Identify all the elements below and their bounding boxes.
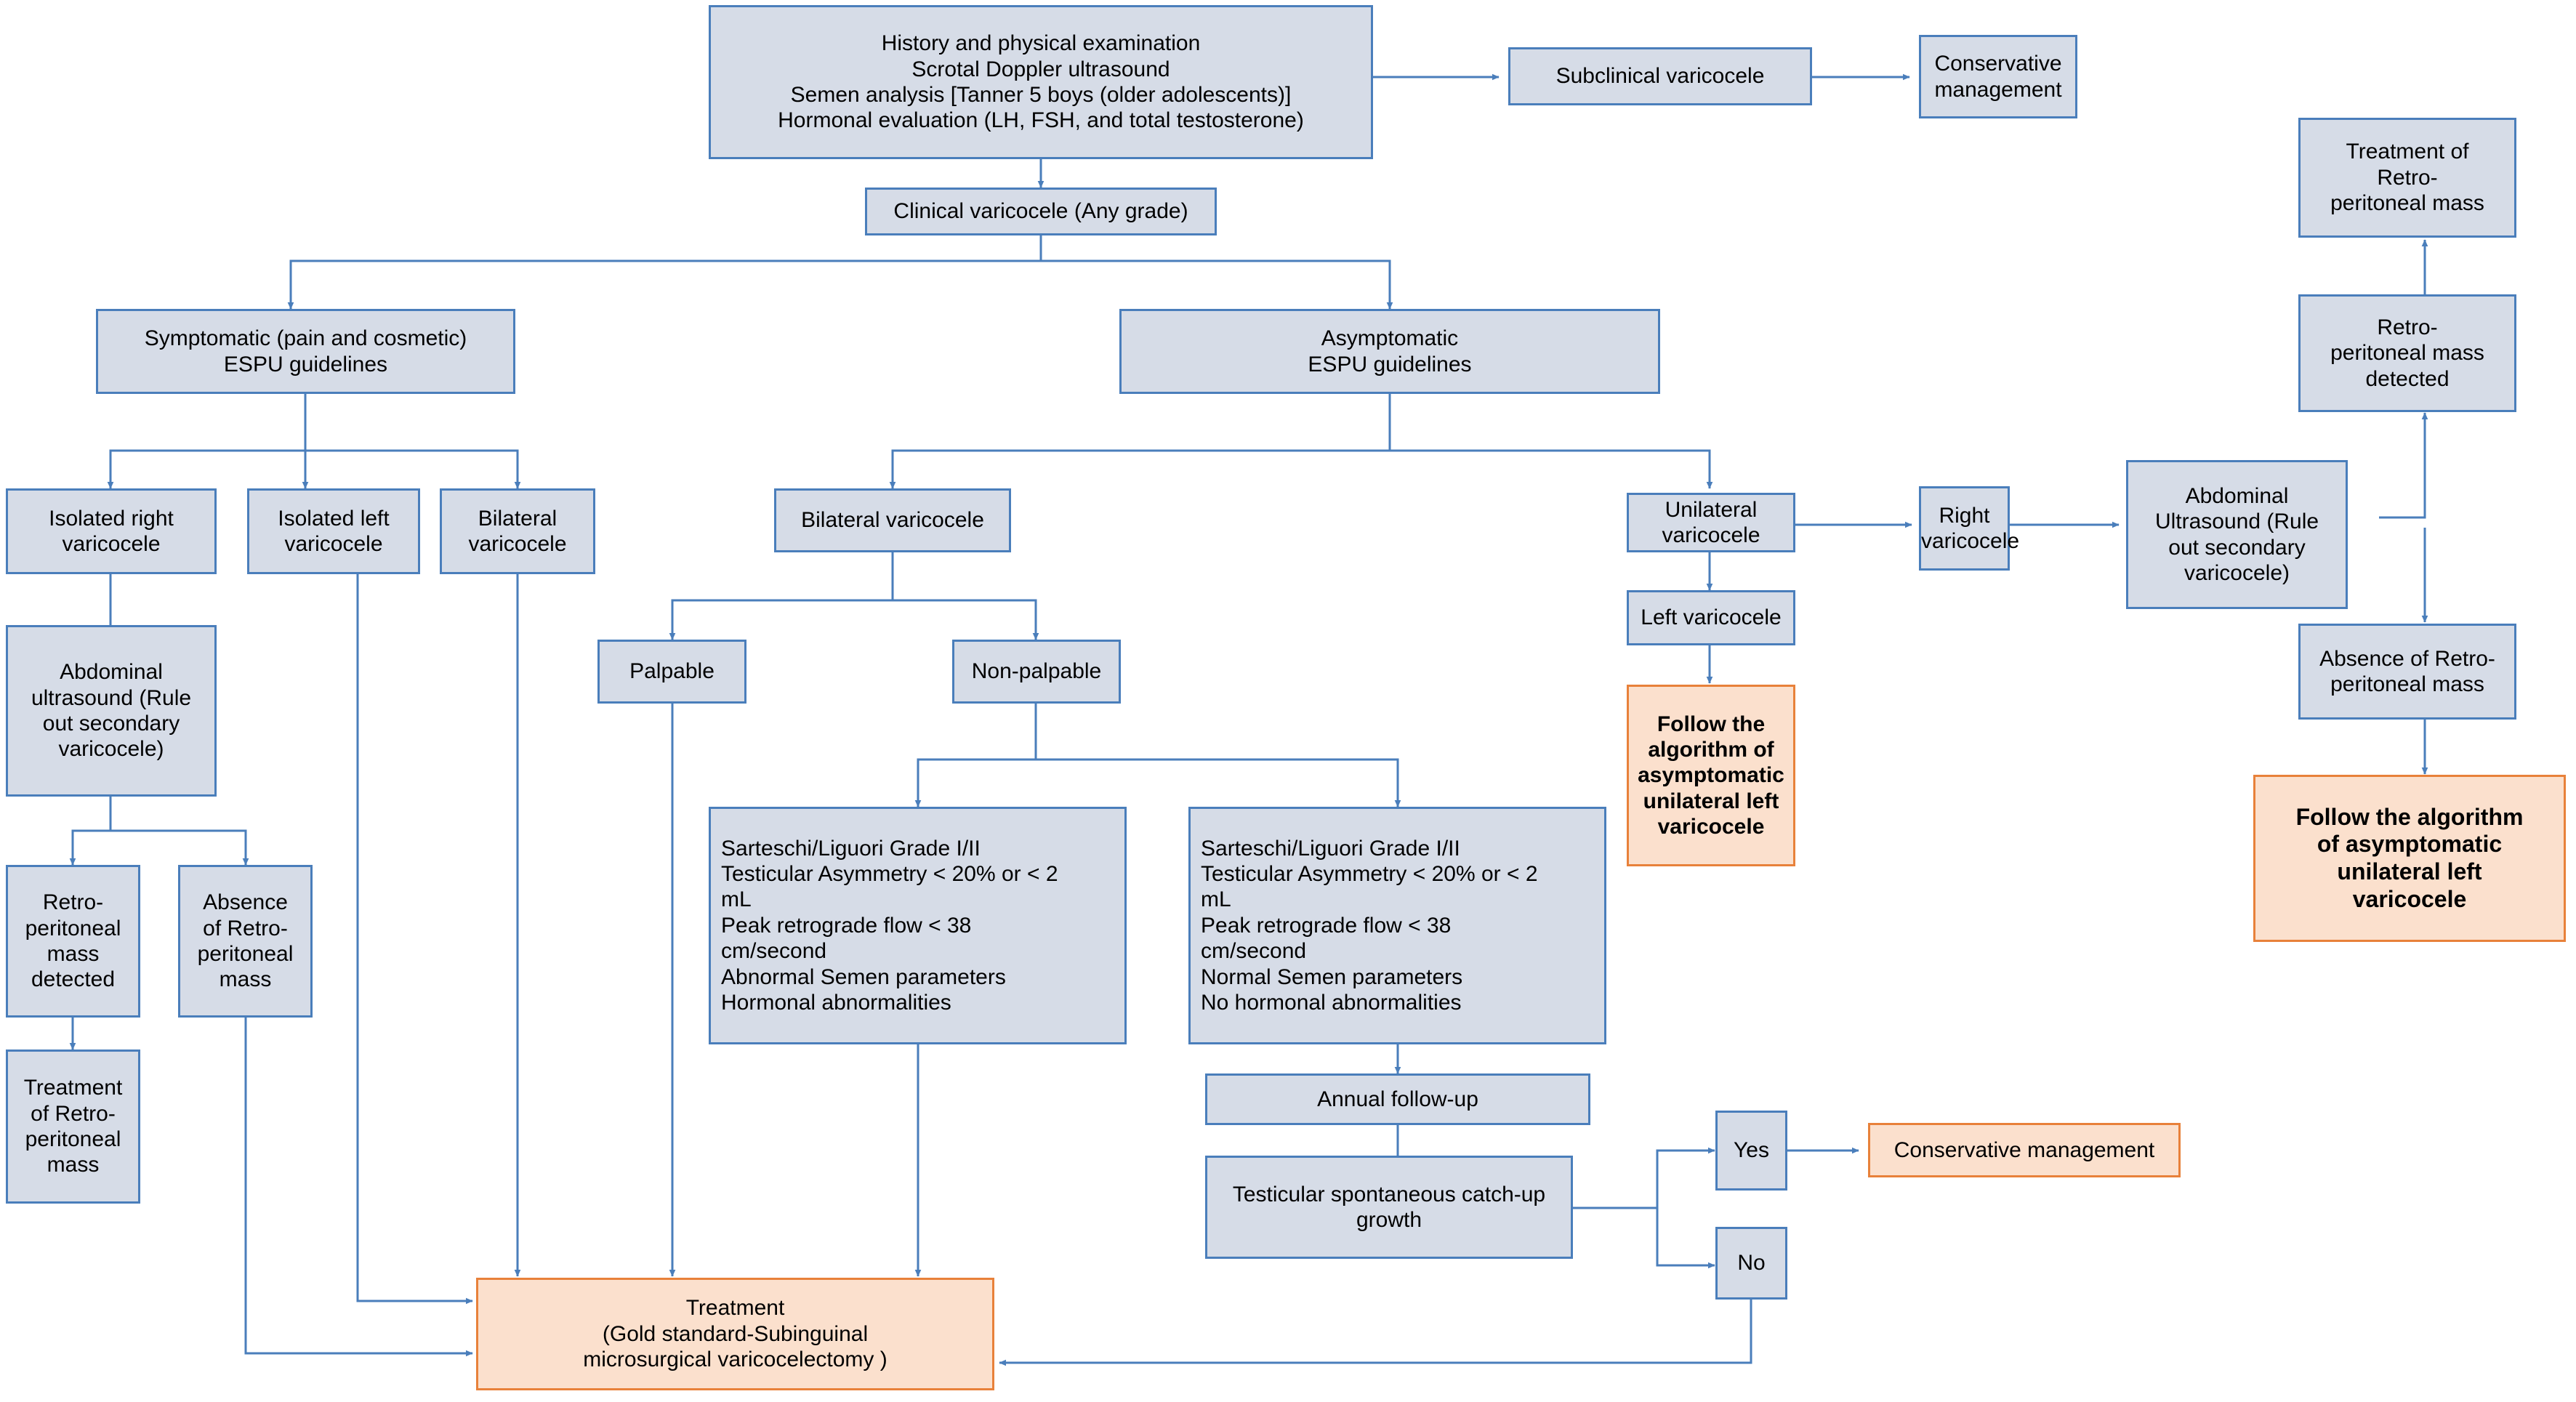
node-absence-retroperitoneal-mass-left: Absence of Retro- peritoneal mass [178,865,313,1018]
node-follow-algorithm-right: Follow the algorithm of asymptomatic uni… [2253,775,2566,942]
node-left-varicocele-label: Left varicocele [1641,605,1782,630]
node-asymptomatic: Asymptomatic ESPU guidelines [1119,309,1660,394]
node-conservative-management-bottom-label: Conservative management [1893,1137,2155,1162]
node-isolated-left-varicocele-label: Isolated left varicocele [278,506,390,556]
node-subclinical-varicocele: Subclinical varicocele [1508,47,1812,105]
node-bilateral-varicocele-asymptomatic: Bilateral varicocele [774,488,1011,552]
node-conservative-management-top-label: Conservative management [1934,52,2062,102]
node-non-palpable-label: Non-palpable [971,659,1102,684]
node-retroperitoneal-mass-detected-right-label: Retro- peritoneal mass detected [2330,315,2484,391]
node-symptomatic-label: Symptomatic (pain and cosmetic) ESPU gui… [144,326,467,376]
node-conservative-management-top: Conservative management [1919,35,2077,118]
node-unilateral-varicocele-label: Unilateral varicocele [1662,497,1760,547]
node-criteria-abnormal: Sarteschi/Liguori Grade I/II Testicular … [709,807,1127,1044]
node-bilateral-varicocele-symptomatic: Bilateral varicocele [440,488,595,574]
node-workup: History and physical examination Scrotal… [709,5,1373,159]
node-subclinical-varicocele-label: Subclinical varicocele [1555,64,1765,89]
node-bilateral-varicocele-asymptomatic-label: Bilateral varicocele [801,508,984,533]
node-no: No [1715,1227,1787,1300]
node-follow-algorithm-right-label: Follow the algorithm of asymptomatic uni… [2295,803,2524,912]
node-criteria-normal-label: Sarteschi/Liguori Grade I/II Testicular … [1201,836,1538,1015]
node-annual-followup-label: Annual follow-up [1317,1087,1478,1111]
node-treatment-retroperitoneal-mass-left: Treatment of Retro- peritoneal mass [6,1050,140,1204]
node-follow-algorithm-center-label: Follow the algorithm of asymptomatic uni… [1638,712,1784,839]
node-left-varicocele: Left varicocele [1627,590,1795,645]
node-unilateral-varicocele: Unilateral varicocele [1627,493,1795,552]
node-absence-retroperitoneal-mass-right-label: Absence of Retro- peritoneal mass [2319,646,2495,696]
node-follow-algorithm-center: Follow the algorithm of asymptomatic uni… [1627,685,1795,866]
node-criteria-normal: Sarteschi/Liguori Grade I/II Testicular … [1188,807,1606,1044]
node-treatment-label: Treatment (Gold standard-Subinguinal mic… [583,1296,887,1372]
node-clinical-varicocele: Clinical varicocele (Any grade) [865,188,1217,235]
node-catchup-growth: Testicular spontaneous catch-up growth [1205,1156,1573,1259]
node-retroperitoneal-mass-detected-right: Retro- peritoneal mass detected [2298,294,2516,412]
node-yes: Yes [1715,1111,1787,1191]
node-non-palpable: Non-palpable [952,640,1121,704]
node-bilateral-varicocele-symptomatic-label: Bilateral varicocele [468,506,567,556]
node-clinical-varicocele-label: Clinical varicocele (Any grade) [893,199,1188,224]
node-isolated-left-varicocele: Isolated left varicocele [247,488,420,574]
node-treatment-retroperitoneal-mass-left-label: Treatment of Retro- peritoneal mass [23,1076,123,1177]
node-abdominal-ultrasound-right: Abdominal Ultrasound (Rule out secondary… [2126,460,2348,609]
node-criteria-abnormal-label: Sarteschi/Liguori Grade I/II Testicular … [721,836,1058,1015]
node-absence-retroperitoneal-mass-left-label: Absence of Retro- peritoneal mass [197,890,294,992]
node-abdominal-ultrasound-left: Abdominal ultrasound (Rule out secondary… [6,625,217,797]
node-catchup-growth-label: Testicular spontaneous catch-up growth [1232,1182,1546,1232]
node-right-varicocele-label: Right varicocele [1921,503,2020,553]
node-abdominal-ultrasound-left-label: Abdominal ultrasound (Rule out secondary… [31,660,192,762]
node-palpable-label: Palpable [629,659,715,684]
node-retroperitoneal-mass-detected-left: Retro- peritoneal mass detected [6,865,140,1018]
node-annual-followup: Annual follow-up [1205,1073,1590,1125]
node-retroperitoneal-mass-detected-left-label: Retro- peritoneal mass detected [25,890,121,992]
node-conservative-management-bottom: Conservative management [1868,1123,2181,1177]
node-yes-label: Yes [1734,1138,1769,1163]
node-no-label: No [1737,1251,1766,1276]
node-treatment-retroperitoneal-mass-right: Treatment of Retro- peritoneal mass [2298,118,2516,238]
node-workup-label: History and physical examination Scrotal… [778,31,1304,133]
node-symptomatic: Symptomatic (pain and cosmetic) ESPU gui… [96,309,515,394]
node-absence-retroperitoneal-mass-right: Absence of Retro- peritoneal mass [2298,624,2516,720]
node-isolated-right-varicocele-label: Isolated right varicocele [49,506,174,556]
node-asymptomatic-label: Asymptomatic ESPU guidelines [1308,326,1472,376]
node-palpable: Palpable [597,640,746,704]
node-treatment: Treatment (Gold standard-Subinguinal mic… [476,1278,994,1390]
node-abdominal-ultrasound-right-label: Abdominal Ultrasound (Rule out secondary… [2154,483,2319,585]
node-isolated-right-varicocele: Isolated right varicocele [6,488,217,574]
node-treatment-retroperitoneal-mass-right-label: Treatment of Retro- peritoneal mass [2330,140,2484,216]
node-right-varicocele: Right varicocele [1919,486,2020,571]
